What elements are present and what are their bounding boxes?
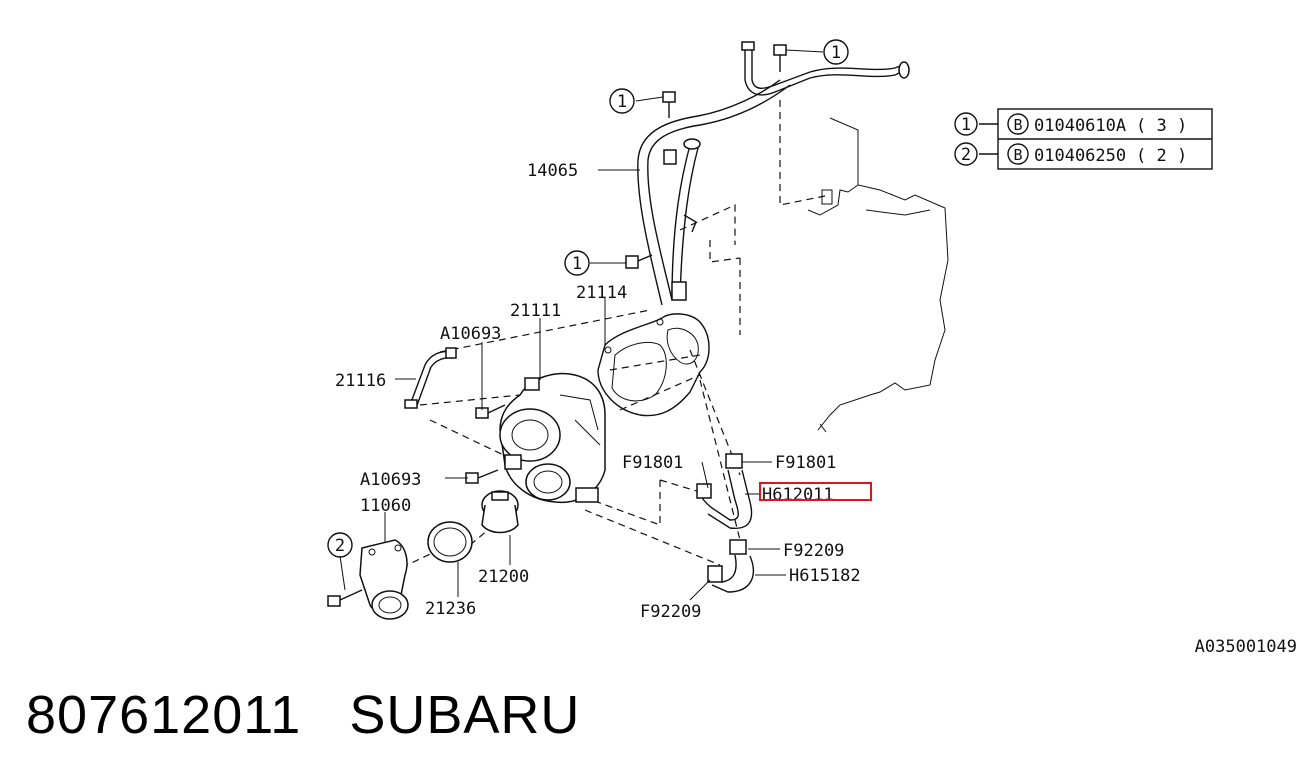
legend-row-2: 2 B 010406250 ( 2 ) bbox=[954, 142, 1187, 166]
label-21111: 21111 bbox=[510, 301, 561, 321]
label-21116: 21116 bbox=[335, 371, 386, 391]
bypass-pipe-14065 bbox=[637, 41, 910, 306]
highlight-box-h612011 bbox=[759, 482, 872, 501]
label-11060: 11060 bbox=[360, 496, 411, 516]
caption-part-number: 807612011 bbox=[26, 685, 302, 745]
bolt-cover bbox=[327, 589, 363, 607]
label-h612011[interactable]: H612011 bbox=[762, 485, 834, 505]
label-f91801-left: F91801 bbox=[622, 453, 683, 473]
hose-h612011 bbox=[696, 453, 753, 529]
label-21114: 21114 bbox=[576, 283, 627, 303]
figure-code: A035001049 bbox=[1195, 637, 1297, 657]
label-f91801-right: F91801 bbox=[775, 453, 836, 473]
svg-text:01040610A: 01040610A bbox=[1034, 116, 1126, 136]
svg-text:( 2 ): ( 2 ) bbox=[1136, 146, 1187, 166]
bolt-a10693-lower bbox=[465, 469, 499, 484]
svg-text:B: B bbox=[1013, 146, 1022, 164]
label-f92209-right: F92209 bbox=[783, 541, 844, 561]
label-a10693-bottom: A10693 bbox=[360, 470, 421, 490]
thermostat-21200 bbox=[481, 490, 519, 534]
bolt-top bbox=[773, 44, 824, 72]
thermostat-cover-11060 bbox=[359, 539, 409, 620]
label-21236: 21236 bbox=[425, 599, 476, 619]
svg-text:( 3 ): ( 3 ) bbox=[1136, 116, 1187, 136]
svg-text:B: B bbox=[1013, 116, 1022, 134]
svg-text:1: 1 bbox=[572, 254, 582, 274]
water-pump-21111 bbox=[499, 372, 606, 504]
caption-brand: SUBARU bbox=[349, 685, 581, 745]
engine-block-outline bbox=[807, 117, 949, 433]
svg-text:010406250: 010406250 bbox=[1034, 146, 1126, 166]
gasket-21236 bbox=[427, 521, 473, 563]
legend-table: 1 B 01040610A ( 3 ) 2 B 010406250 ( 2 ) bbox=[954, 108, 1213, 170]
svg-text:1: 1 bbox=[617, 92, 627, 112]
callout-2: 2 bbox=[327, 532, 353, 558]
label-leaders bbox=[339, 169, 786, 601]
callout-1-a: 1 bbox=[609, 88, 635, 114]
part-caption: 807612011 SUBARU bbox=[26, 684, 580, 746]
callout-1-b: 1 bbox=[564, 250, 590, 276]
label-f92209-bottom: F92209 bbox=[640, 602, 701, 622]
bracket-21116 bbox=[404, 347, 457, 409]
bolt-a10693-upper bbox=[475, 404, 506, 419]
legend-row-1: 1 B 01040610A ( 3 ) bbox=[954, 112, 1187, 136]
label-21200: 21200 bbox=[478, 567, 529, 587]
bolt-mid-left bbox=[635, 91, 676, 118]
gasket-21114 bbox=[597, 313, 710, 417]
bolt-pipe-clamp bbox=[590, 254, 653, 269]
callout-1-top: 1 bbox=[823, 39, 849, 65]
hose-h615182 bbox=[707, 539, 755, 593]
label-14065: 14065 bbox=[527, 161, 578, 181]
label-a10693-top: A10693 bbox=[440, 324, 501, 344]
svg-text:2: 2 bbox=[335, 536, 345, 556]
svg-text:1: 1 bbox=[831, 43, 841, 63]
label-h615182: H615182 bbox=[789, 566, 861, 586]
svg-text:2: 2 bbox=[961, 145, 971, 165]
svg-text:1: 1 bbox=[961, 115, 971, 135]
